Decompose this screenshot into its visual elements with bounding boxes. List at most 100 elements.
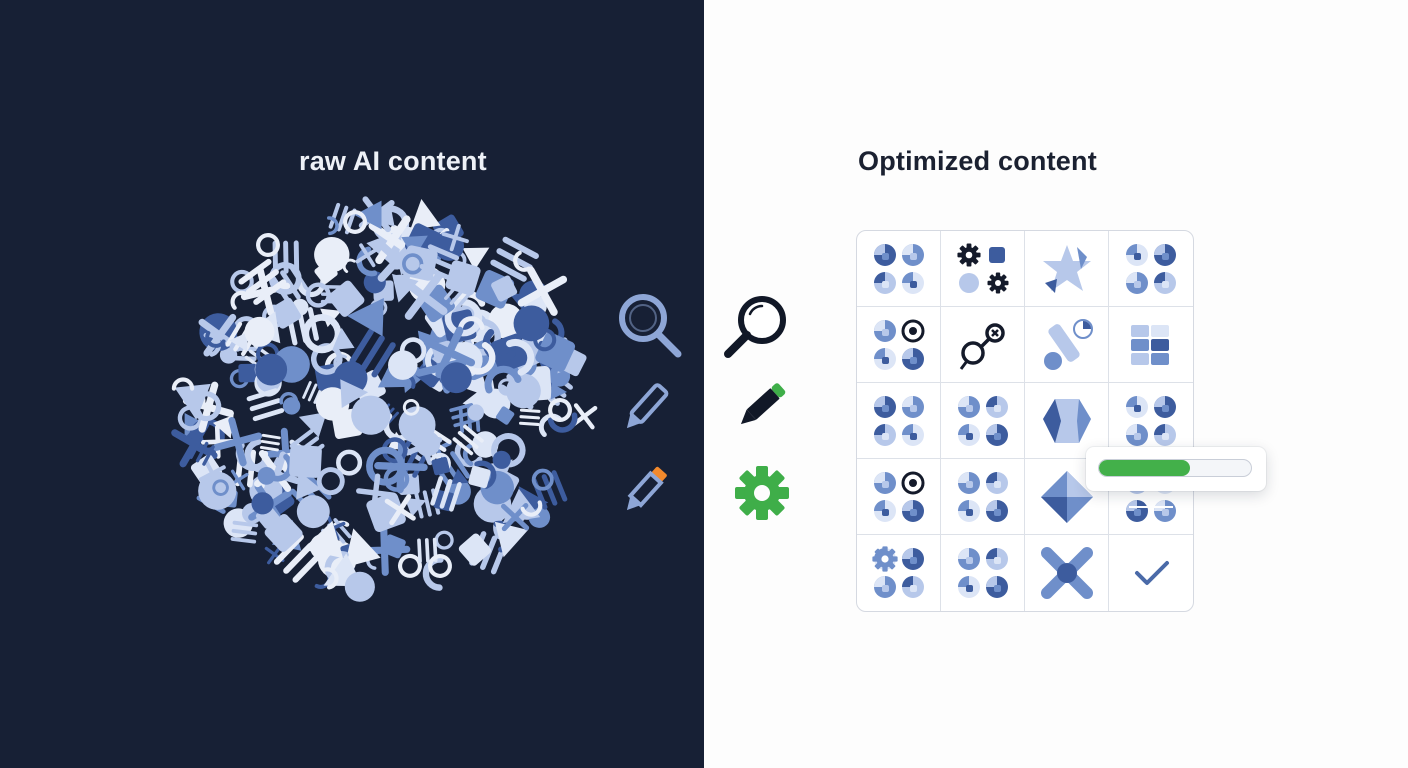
chaotic-glyph-cluster: [171, 196, 598, 602]
cluster-glyph: [441, 223, 469, 252]
cluster-glyph: [205, 330, 226, 348]
mosaic-icon: [873, 243, 924, 294]
grid-cell: [1025, 231, 1109, 307]
cluster-glyph: [302, 520, 344, 559]
cluster-glyph: [381, 437, 408, 464]
grid-cell: [1025, 383, 1109, 459]
target-mosaic-icon: [873, 319, 924, 370]
cluster-glyph: [402, 399, 420, 416]
cluster-glyph: [462, 247, 490, 271]
cluster-glyph: [467, 404, 484, 421]
diamond-shape-icon: [1040, 470, 1093, 523]
gears-icon: [956, 242, 1008, 293]
cluster-glyph: [333, 354, 347, 371]
cluster-glyph: [229, 331, 249, 352]
grid-cell: [941, 535, 1025, 611]
cluster-glyph: [366, 446, 405, 486]
progress-bar-fill: [1099, 460, 1191, 476]
pen-icon: [740, 383, 786, 425]
cluster-glyph: [332, 327, 355, 350]
raw-content-title: raw AI content: [299, 146, 487, 176]
cluster-glyph: [320, 285, 345, 304]
cluster-glyph: [347, 298, 384, 337]
mosaic-icon: [957, 471, 1008, 522]
cluster-glyph: [531, 468, 554, 491]
gear-mosaic-icon: [871, 546, 924, 598]
cluster-glyph: [430, 452, 451, 470]
progress-card: [1086, 447, 1266, 491]
cluster-glyph: [550, 382, 567, 400]
target-mosaic-icon: [873, 471, 924, 522]
cluster-glyph: [468, 342, 496, 375]
cluster-glyph: [452, 424, 484, 456]
cluster-glyph: [430, 475, 462, 512]
x-shape-icon: [1040, 547, 1093, 599]
cluster-glyph: [440, 362, 472, 394]
cluster-glyph: [535, 332, 576, 372]
cluster-glyph: [506, 338, 535, 376]
magnifier-icon: [724, 296, 786, 358]
grid-cell: [941, 383, 1025, 459]
grid-cell: [941, 307, 1025, 383]
cluster-glyph: [296, 495, 330, 529]
cluster-glyph: [384, 494, 416, 526]
cluster-glyph: [289, 445, 322, 478]
cluster-glyph: [450, 468, 469, 484]
cluster-glyph: [316, 467, 345, 496]
cluster-glyph: [259, 433, 281, 452]
cluster-glyph: [547, 412, 578, 433]
grid-cell: [857, 459, 941, 535]
cluster-glyph: [391, 273, 419, 303]
cluster-glyph: [423, 326, 476, 379]
grid-cell: [857, 383, 941, 459]
cluster-glyph: [298, 411, 327, 438]
cluster-glyph: [513, 250, 531, 272]
cluster-glyph: [398, 406, 436, 444]
cluster-glyph: [458, 533, 492, 566]
cluster-glyph: [344, 528, 381, 568]
grid-cell: [1109, 383, 1193, 459]
cluster-glyph: [336, 449, 363, 476]
cluster-glyph: [381, 534, 406, 559]
optimized-icon-grid: [856, 230, 1194, 612]
cluster-glyph: [212, 479, 229, 496]
optimized-content-title: Optimized content: [858, 146, 1097, 176]
cluster-glyph: [315, 387, 350, 421]
cluster-glyph: [410, 199, 441, 230]
grid-cell: [941, 231, 1025, 307]
cluster-glyph: [323, 567, 339, 590]
cluster-glyph: [238, 258, 287, 305]
cluster-glyph: [468, 465, 491, 489]
cluster-glyph: [189, 438, 215, 466]
cluster-glyph: [198, 313, 242, 357]
mosaic-icon: [873, 395, 924, 446]
cluster-glyph: [491, 275, 518, 302]
cluster-glyph: [548, 398, 572, 422]
grid-cell: [1025, 307, 1109, 383]
gear-icon: [735, 466, 789, 520]
cluster-glyph: [343, 210, 367, 234]
cluster-glyph: [419, 244, 460, 281]
cluster-glyph: [255, 353, 288, 386]
squares-icon: [1131, 324, 1169, 365]
cluster-glyph: [264, 513, 303, 552]
cluster-glyph: [444, 281, 472, 310]
cluster-glyph: [344, 571, 375, 602]
cluster-glyph: [328, 280, 365, 317]
hexagon-shape-icon: [1042, 398, 1091, 443]
cluster-glyph: [434, 530, 454, 550]
cluster-glyph: [256, 233, 280, 257]
mosaic-icon: [1126, 243, 1176, 294]
cluster-glyph: [251, 492, 274, 515]
cluster-glyph: [402, 253, 424, 275]
grid-cell: [857, 231, 941, 307]
grid-cell: [1025, 459, 1109, 535]
cluster-glyph: [356, 473, 396, 513]
cluster-glyph: [212, 417, 263, 467]
cluster-glyph: [279, 391, 298, 405]
grid-cell: [1025, 535, 1109, 611]
cluster-glyph: [517, 266, 568, 316]
mosaic-icon: [957, 548, 1008, 598]
cluster-glyph: [191, 391, 222, 422]
cluster-glyph: [506, 373, 541, 409]
